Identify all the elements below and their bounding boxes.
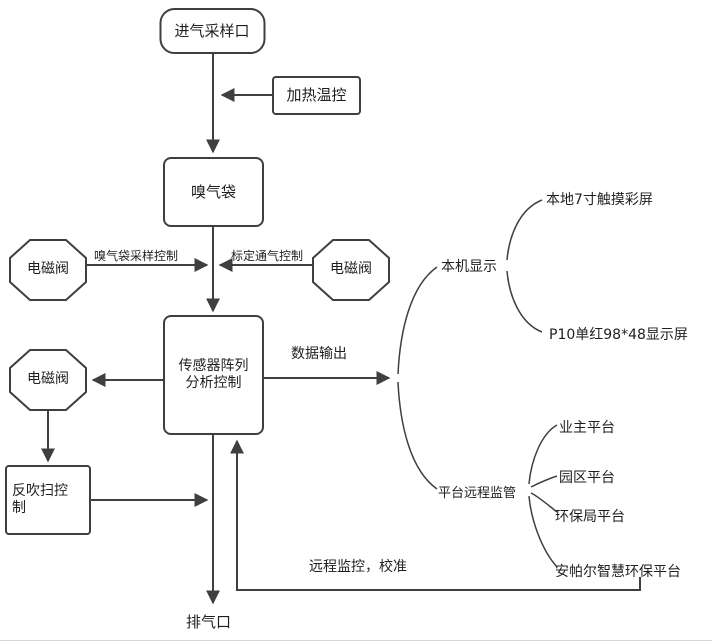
brace-platform-2	[530, 475, 558, 488]
brace-platform-3	[530, 492, 558, 513]
brace-output-top	[397, 266, 438, 375]
brace-output-bottom	[397, 381, 438, 490]
brace-platform-1	[528, 424, 558, 485]
calibration-vent-control-label: 标定通气控制	[231, 249, 304, 263]
edge-remote-return	[230, 439, 641, 591]
solenoid-valve-label-top-left: 电磁阀	[27, 261, 69, 278]
brace-display-bottom	[506, 270, 543, 333]
owner-platform-label: 业主平台	[559, 420, 615, 436]
intake-node-shape	[159, 8, 266, 54]
gasbag-node-shape	[163, 157, 264, 227]
solenoid-valve-label-top-right: 电磁阀	[330, 261, 372, 278]
backflush-node-label: 反吹扫控 制	[12, 482, 68, 517]
data-output-label: 数据输出	[291, 346, 347, 362]
park-platform-label: 园区平台	[559, 470, 615, 486]
heater-node-shape	[272, 76, 361, 115]
solenoid-valve-label-mid-left: 电磁阀	[27, 371, 69, 388]
gasbag-node-label: 嗅气袋	[190, 182, 236, 201]
solenoid-valve-octagon-top-left	[9, 239, 87, 301]
solenoid-valve-octagon-mid-left	[9, 349, 87, 411]
heater-node-label: 加热温控	[286, 86, 347, 105]
gasbag-sampling-control-label: 嗅气袋采样控制	[94, 249, 179, 263]
platform-supervision-label: 平台远程监管	[438, 486, 517, 501]
brace-display-top	[506, 199, 543, 261]
local-touch-screen-label: 本地7寸触摸彩屏	[546, 192, 653, 208]
p10-screen-label: P10单红98*48显示屏	[549, 327, 688, 343]
backflush-node-shape	[5, 465, 91, 535]
epa-platform-label: 环保局平台	[555, 509, 625, 525]
brace-platform-4	[528, 495, 558, 568]
remote-monitor-calibrate-label: 远程监控，校准	[309, 559, 407, 575]
solenoid-valve-octagon-top-right	[312, 239, 390, 301]
sensor-node-shape	[163, 315, 264, 435]
anpaer-smart-platform-label: 安帕尔智慧环保平台	[555, 564, 681, 580]
sensor-array-node-label: 传感器阵列 分析控制	[178, 357, 249, 392]
exhaust-port-label: 排气口	[186, 613, 232, 631]
intake-node-label: 进气采样口	[174, 21, 250, 40]
local-display-label: 本机显示	[441, 259, 497, 275]
